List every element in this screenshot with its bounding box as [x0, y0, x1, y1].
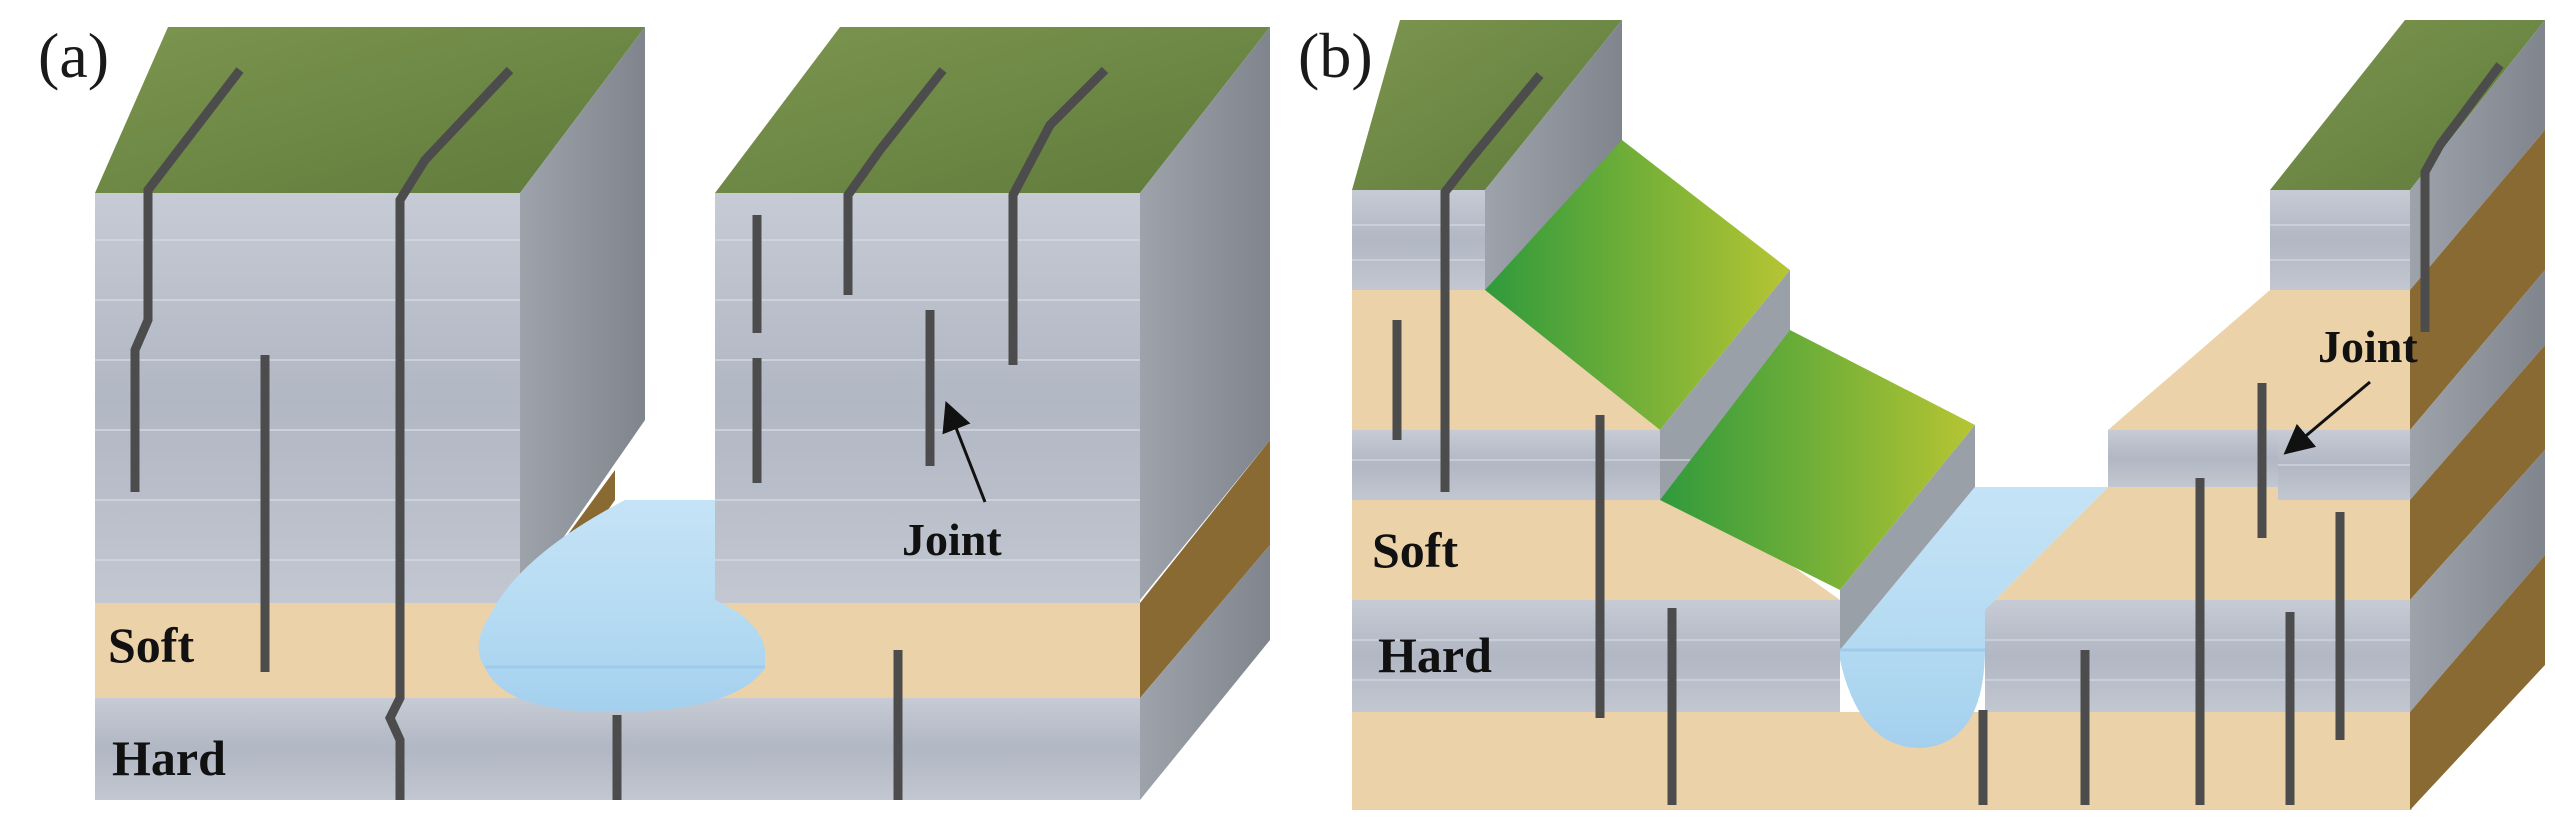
- joint-line: [1008, 66, 1109, 365]
- rock-band: [2270, 190, 2410, 290]
- joint-line: [843, 67, 947, 295]
- soft-label: Soft: [108, 617, 194, 673]
- grass-top: [715, 27, 1270, 193]
- grass-top: [1352, 20, 1622, 190]
- water-channel: [1840, 487, 2108, 748]
- joint-line: [1440, 72, 1544, 492]
- rock-side: [1140, 27, 1270, 600]
- panel-label: (a): [38, 20, 109, 91]
- rock-band: [2108, 430, 2278, 487]
- end-face-rock: [2410, 450, 2545, 712]
- end-face-soft: [2410, 130, 2545, 430]
- joint-line: [2420, 62, 2504, 332]
- panel-a: (a) Soft Hard Joint: [38, 20, 1270, 800]
- rock-side: [520, 27, 645, 600]
- soft-band: [2108, 290, 2410, 430]
- end-face-rock: [2410, 270, 2545, 500]
- panel-label: (b): [1298, 20, 1373, 91]
- upper-slope: [1485, 140, 1790, 430]
- joint-label: Joint: [902, 514, 1002, 565]
- hard-label: Hard: [112, 730, 226, 786]
- hard-layer-side: [1140, 545, 1270, 800]
- lower-slope: [1660, 330, 1975, 590]
- left-block: [95, 27, 645, 603]
- joint-label: Joint: [2318, 321, 2418, 372]
- end-face-soft: [2410, 345, 2545, 600]
- water-channel: [478, 500, 765, 712]
- joints: [1392, 62, 2504, 805]
- end-face-soft: [2410, 555, 2545, 810]
- grass-top: [2270, 20, 2545, 190]
- soft-label: Soft: [1372, 522, 1458, 578]
- right-column: [2270, 20, 2545, 290]
- joints: [130, 66, 1109, 800]
- soft-band: [1352, 290, 1660, 430]
- soft-band: [1985, 487, 2278, 610]
- lower-step-face: [1840, 425, 1975, 650]
- joint-line: [130, 67, 244, 492]
- joint-arrow: [942, 401, 987, 503]
- upper-step-face: [1660, 270, 1790, 500]
- joint-arrow: [2283, 380, 2371, 455]
- hard-label: Hard: [1378, 627, 1492, 683]
- panel-b: (b) Soft Hard Joint: [1298, 20, 2545, 810]
- rock-striations: [95, 239, 520, 561]
- joint-line: [385, 66, 514, 800]
- soft-layer-side: [1140, 440, 1270, 698]
- rock-band: [1352, 190, 1485, 290]
- rock-front-upper: [95, 193, 520, 603]
- rock-band: [1352, 430, 1700, 500]
- end-face-rock: [2410, 20, 2545, 290]
